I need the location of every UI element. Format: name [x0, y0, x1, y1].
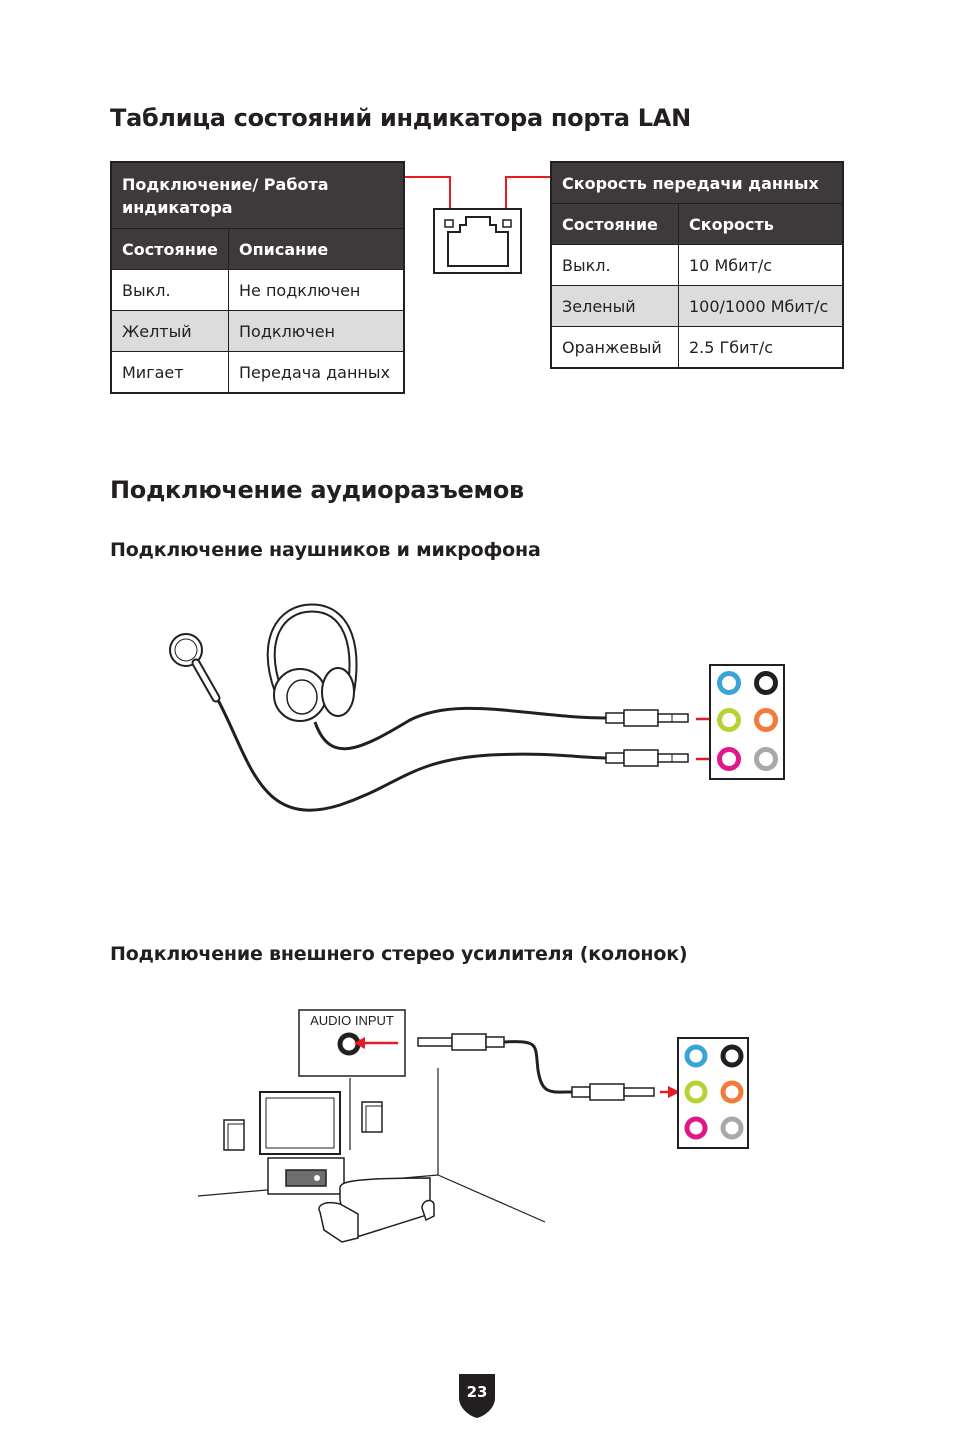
audio-plug-icon — [605, 749, 689, 767]
lan-speed-table: Скорость передачи данных Состояние Скоро… — [550, 161, 844, 369]
table-cell-desc: Подключен — [228, 310, 405, 352]
headphones-mic-diagram — [169, 603, 785, 812]
lan-link-col-state: Состояние — [110, 228, 229, 270]
lan-port-icon — [405, 176, 550, 274]
table-cell-state: Мигает — [110, 351, 229, 394]
table-row: Зеленый 100/1000 Мбит/с — [550, 285, 844, 327]
audio-input-jack-icon — [337, 1032, 361, 1056]
table-cell-speed: 2.5 Гбит/с — [678, 326, 844, 369]
table-row: Выкл. Не подключен — [110, 269, 405, 311]
speaker-icon — [361, 1101, 383, 1133]
table-cell-state: Выкл. — [110, 269, 229, 311]
table-cell-state: Оранжевый — [550, 326, 679, 369]
table-cell-state: Желтый — [110, 310, 229, 352]
table-row: Выкл. 10 Мбит/с — [550, 244, 844, 286]
lan-link-col-desc: Описание — [228, 228, 405, 270]
table-row: Желтый Подключен — [110, 310, 405, 352]
table-row: Мигает Передача данных — [110, 351, 405, 394]
amplifier-diagram: AUDIO INPUT — [197, 1009, 749, 1243]
page-number: 23 — [466, 1383, 488, 1401]
table-cell-state: Зеленый — [550, 285, 679, 327]
audio-section-title: Подключение аудиоразъемов — [110, 476, 524, 504]
table-row: Оранжевый 2.5 Гбит/с — [550, 326, 844, 369]
amplifier-subtitle: Подключение внешнего стерео усилителя (к… — [110, 943, 688, 965]
lan-speed-col-state: Состояние — [550, 203, 679, 245]
tv-icon — [259, 1091, 341, 1155]
lan-link-activity-table: Подключение/ Работа индикатора Состояние… — [110, 161, 405, 394]
headphones-icon — [266, 603, 358, 722]
microphone-icon — [169, 633, 221, 703]
amplifier-icon — [267, 1157, 345, 1195]
audio-input-label: AUDIO INPUT — [310, 1013, 394, 1028]
lan-speed-table-title: Скорость передачи данных — [550, 161, 844, 204]
page-number-badge — [459, 1374, 495, 1418]
table-cell-speed: 100/1000 Мбит/с — [678, 285, 844, 327]
audio-jack-panel — [677, 1037, 749, 1149]
table-cell-state: Выкл. — [550, 244, 679, 286]
sofa-icon — [318, 1177, 435, 1243]
audio-jack-panel — [709, 664, 785, 780]
audio-plug-icon — [417, 1033, 505, 1051]
headphones-subtitle: Подключение наушников и микрофона — [110, 539, 541, 561]
table-cell-desc: Не подключен — [228, 269, 405, 311]
lan-link-table-title: Подключение/ Работа индикатора — [110, 161, 405, 229]
audio-plug-icon — [605, 709, 689, 727]
lan-section-title: Таблица состояний индикатора порта LAN — [110, 104, 691, 132]
audio-plug-icon — [571, 1083, 655, 1101]
table-cell-speed: 10 Мбит/с — [678, 244, 844, 286]
table-cell-desc: Передача данных — [228, 351, 405, 394]
speaker-icon — [223, 1119, 245, 1151]
lan-speed-col-speed: Скорость — [678, 203, 844, 245]
